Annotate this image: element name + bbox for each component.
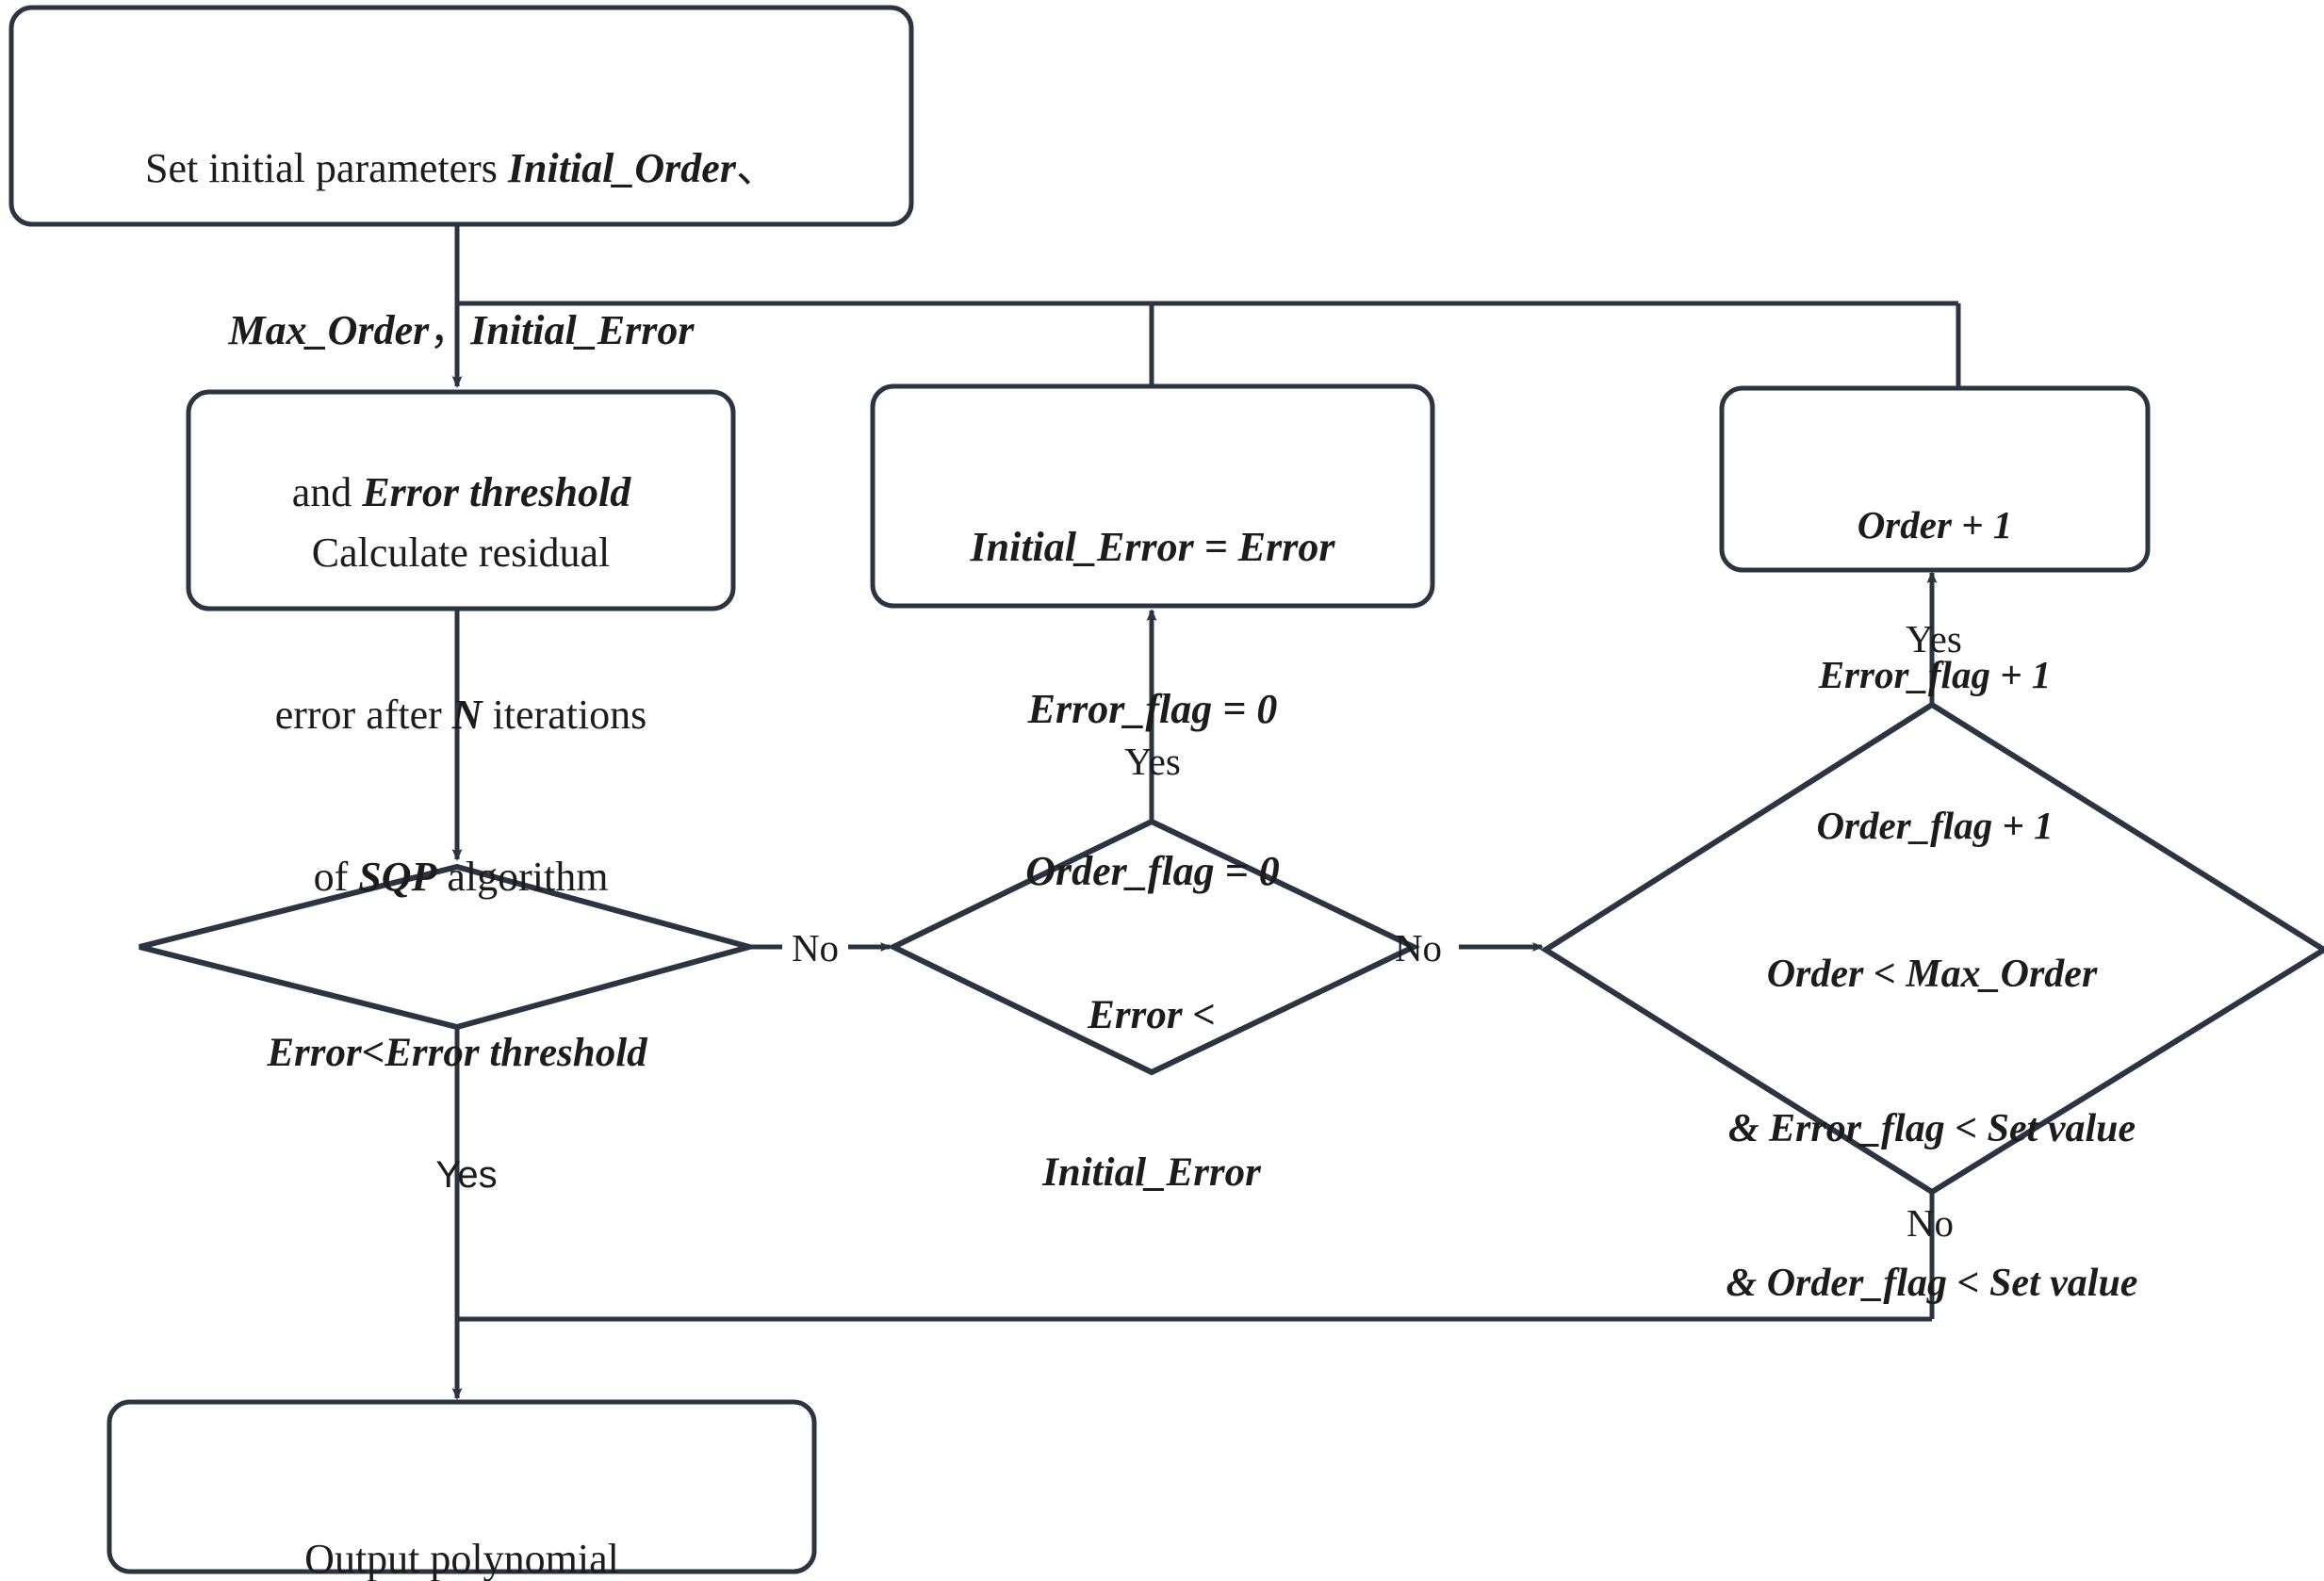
node-calc-shape [186, 389, 736, 611]
node-decide-threshold-shape [139, 863, 761, 1031]
node-decide-limits-shape [1540, 701, 2324, 1196]
node-decide-improved-shape [887, 818, 1420, 1076]
node-assign-shape [870, 383, 1435, 609]
node-start-shape [8, 5, 914, 227]
node-increment-shape [1719, 385, 2151, 573]
node-output-shape [106, 1399, 817, 1574]
